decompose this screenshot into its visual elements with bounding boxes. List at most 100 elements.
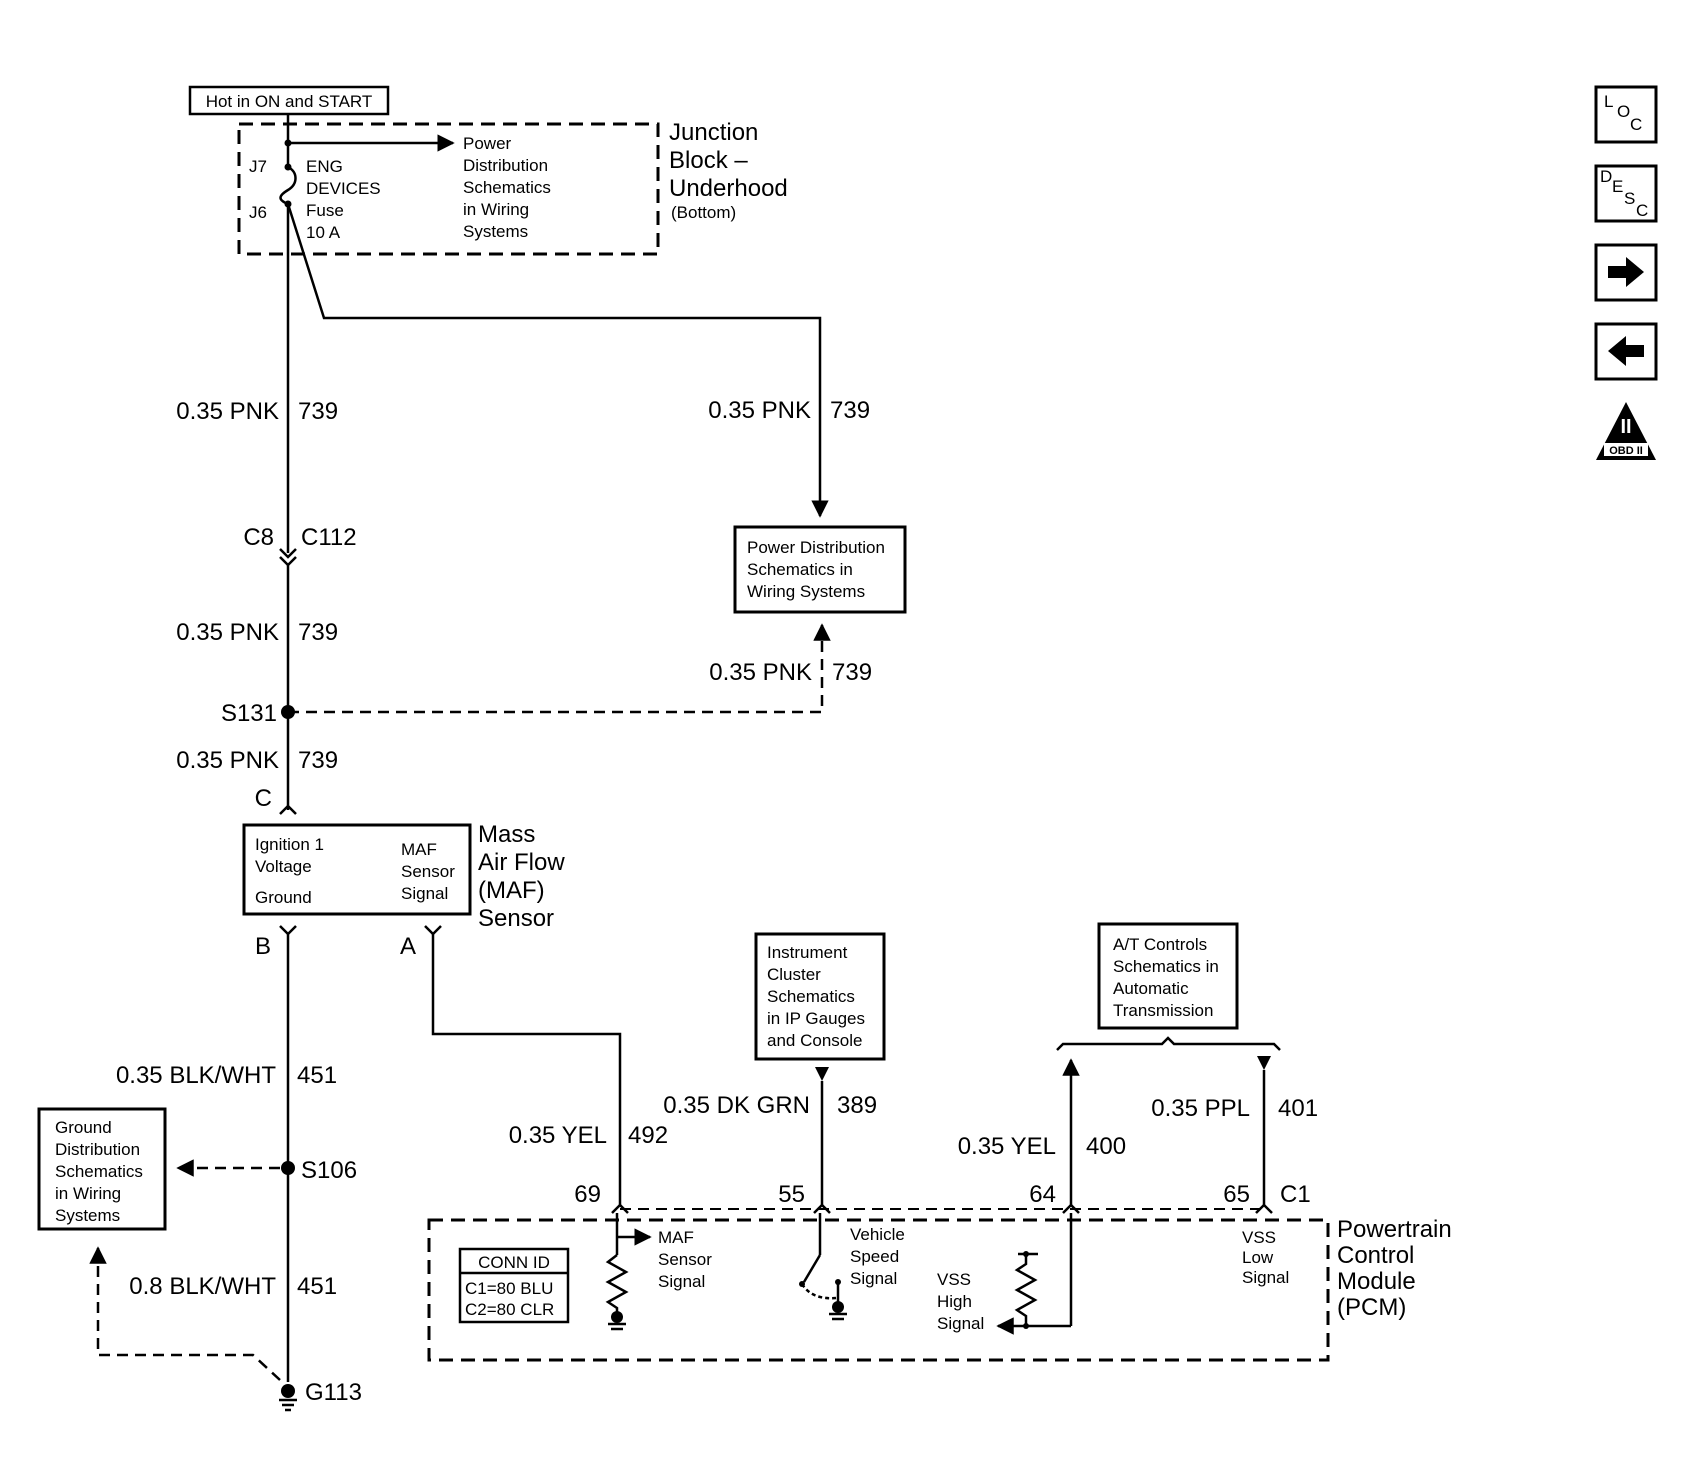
maf-ign-1: Ignition 1 [255, 835, 324, 854]
pcm-maf-ground-icon [611, 1311, 623, 1323]
wire-right-2-gauge: 0.35 PNK [709, 659, 812, 686]
wire-492-maf [424, 925, 629, 1214]
wire-maf-gauge: 0.35 YEL [509, 1122, 607, 1149]
wire-ground-1-gauge: 0.35 BLK/WHT [116, 1062, 276, 1089]
obd-label: OBD II [1609, 445, 1643, 457]
maf-signal-2: Sensor [401, 862, 455, 881]
pcm-pin-65: 65 [1223, 1181, 1250, 1208]
desc-button[interactable]: D E S C [1594, 164, 1658, 223]
pcm-title-3: Module [1337, 1268, 1416, 1295]
pd-box-line-3: Wiring Systems [747, 582, 865, 601]
pcm-pin-69: 69 [574, 1181, 601, 1208]
pcm-vss-ground-icon [832, 1301, 844, 1313]
pcm-title-4: (PCM) [1337, 1294, 1406, 1321]
gd-line-4: in Wiring [55, 1184, 121, 1203]
wire-ground-2-gauge: 0.8 BLK/WHT [129, 1273, 276, 1300]
jb-ref-2: Distribution [463, 156, 548, 175]
pcm-maf-circuit: MAF Sensor Signal [605, 1213, 712, 1331]
wire-vss-high-circuit: 400 [1086, 1133, 1126, 1160]
instrument-cluster-box[interactable]: Instrument Cluster Schematics in IP Gaug… [754, 932, 886, 1061]
pcm-vss-low-label-2: Low [1242, 1248, 1274, 1267]
connector-labels: C8 C112 S131 C B A S106 G113 C1 69 55 64… [221, 524, 1311, 1406]
pin-j7: J7 [249, 157, 267, 176]
wire-right-1-circuit: 739 [830, 397, 870, 424]
wire-left-1-circuit: 739 [298, 398, 338, 425]
wire-vss-low-circuit: 401 [1278, 1095, 1318, 1122]
junction-title-1: Junction [669, 119, 758, 146]
ground-distribution-box[interactable]: Ground Distribution Schematics in Wiring… [37, 1107, 167, 1231]
maf-title-4: Sensor [478, 905, 554, 932]
loc-char-2: O [1617, 102, 1630, 121]
pcm-vs-label-3: Signal [850, 1269, 897, 1288]
splice-s131-label: S131 [221, 700, 277, 727]
wire-400-vss-high [1062, 1058, 1080, 1214]
loc-char-1: L [1604, 92, 1613, 111]
maf-ign-2: Voltage [255, 857, 312, 876]
at-line-1: A/T Controls [1113, 935, 1207, 954]
at-line-3: Automatic [1113, 979, 1189, 998]
at-line-2: Schematics in [1113, 957, 1219, 976]
connector-c8: C8 [243, 524, 274, 551]
pcm-vehicle-speed-circuit: Vehicle Speed Signal [799, 1213, 905, 1321]
wire-389-vss [813, 1067, 831, 1214]
wire-maf-circuit: 492 [628, 1122, 668, 1149]
junction-title-2: Block – [669, 147, 748, 174]
ic-line-1: Instrument [767, 943, 848, 962]
wire-left-3-circuit: 739 [298, 747, 338, 774]
pcm-vss-low-labels: VSS Low Signal [1242, 1228, 1289, 1287]
pcm-title-2: Control [1337, 1242, 1414, 1269]
splice-s106-label: S106 [301, 1157, 357, 1184]
ic-line-2: Cluster [767, 965, 821, 984]
gd-line-1: Ground [55, 1118, 112, 1137]
pcm-maf-label-1: MAF [658, 1228, 694, 1247]
pcm-vss-high-label-1: VSS [937, 1270, 971, 1289]
maf-signal-1: MAF [401, 840, 437, 859]
at-line-4: Transmission [1113, 1001, 1213, 1020]
jb-ref-1: Power [463, 134, 512, 153]
connector-c112: C112 [301, 524, 357, 551]
pcm-title-1: Powertrain [1337, 1216, 1452, 1243]
maf-sensor: Ignition 1 Voltage Ground MAF Sensor Sig… [242, 821, 565, 932]
pcm-pin-55: 55 [778, 1181, 805, 1208]
pcm-vss-high-circuit: VSS High Signal [937, 1213, 1073, 1335]
power-distribution-box[interactable]: Power Distribution Schematics in Wiring … [733, 525, 907, 614]
at-controls-box[interactable]: A/T Controls Schematics in Automatic Tra… [1097, 922, 1239, 1030]
ground-g113-label: G113 [305, 1379, 362, 1406]
loc-button[interactable]: L O C [1594, 85, 1658, 144]
gd-line-5: Systems [55, 1206, 120, 1225]
wire-left-2-gauge: 0.35 PNK [176, 619, 279, 646]
junction-subtitle: (Bottom) [671, 203, 736, 222]
obd-ii-button[interactable]: II OBD II [1596, 402, 1656, 460]
pcm-maf-label-3: Signal [658, 1272, 705, 1291]
maf-signal-3: Signal [401, 884, 448, 903]
jb-ref-4: in Wiring [463, 200, 529, 219]
pcm-vs-label-1: Vehicle [850, 1225, 905, 1244]
maf-title-2: Air Flow [478, 849, 565, 876]
pcm-pin-64: 64 [1029, 1181, 1056, 1208]
maf-title-3: (MAF) [478, 877, 545, 904]
wire-vss-cluster-circuit: 389 [837, 1092, 877, 1119]
wire-right-2-circuit: 739 [832, 659, 872, 686]
pin-a-label: A [400, 933, 416, 960]
pcm-vss-high-label-3: Signal [937, 1314, 984, 1333]
obd-roman: II [1620, 416, 1631, 438]
pd-box-line-1: Power Distribution [747, 538, 885, 557]
conn-id-line-1: C1=80 BLU [465, 1279, 553, 1298]
ic-line-4: in IP Gauges [767, 1009, 865, 1028]
arrow-left-icon [1608, 336, 1644, 366]
ic-line-3: Schematics [767, 987, 855, 1006]
pd-box-line-2: Schematics in [747, 560, 853, 579]
wire-vss-high-gauge: 0.35 YEL [958, 1133, 1056, 1160]
pcm-vss-low-label-1: VSS [1242, 1228, 1276, 1247]
wire-left-3-gauge: 0.35 PNK [176, 747, 279, 774]
wire-ground-1-circuit: 451 [297, 1062, 337, 1089]
previous-page-button[interactable] [1594, 322, 1658, 381]
next-page-button[interactable] [1594, 243, 1658, 302]
fuse-label-1: ENG [306, 157, 343, 176]
desc-char-2: E [1612, 177, 1623, 196]
fuse-label-4: 10 A [306, 223, 341, 242]
hot-in-on-start-label: Hot in ON and START [188, 85, 390, 116]
ground-g113-icon [279, 1384, 297, 1412]
wire-left-2-circuit: 739 [298, 619, 338, 646]
